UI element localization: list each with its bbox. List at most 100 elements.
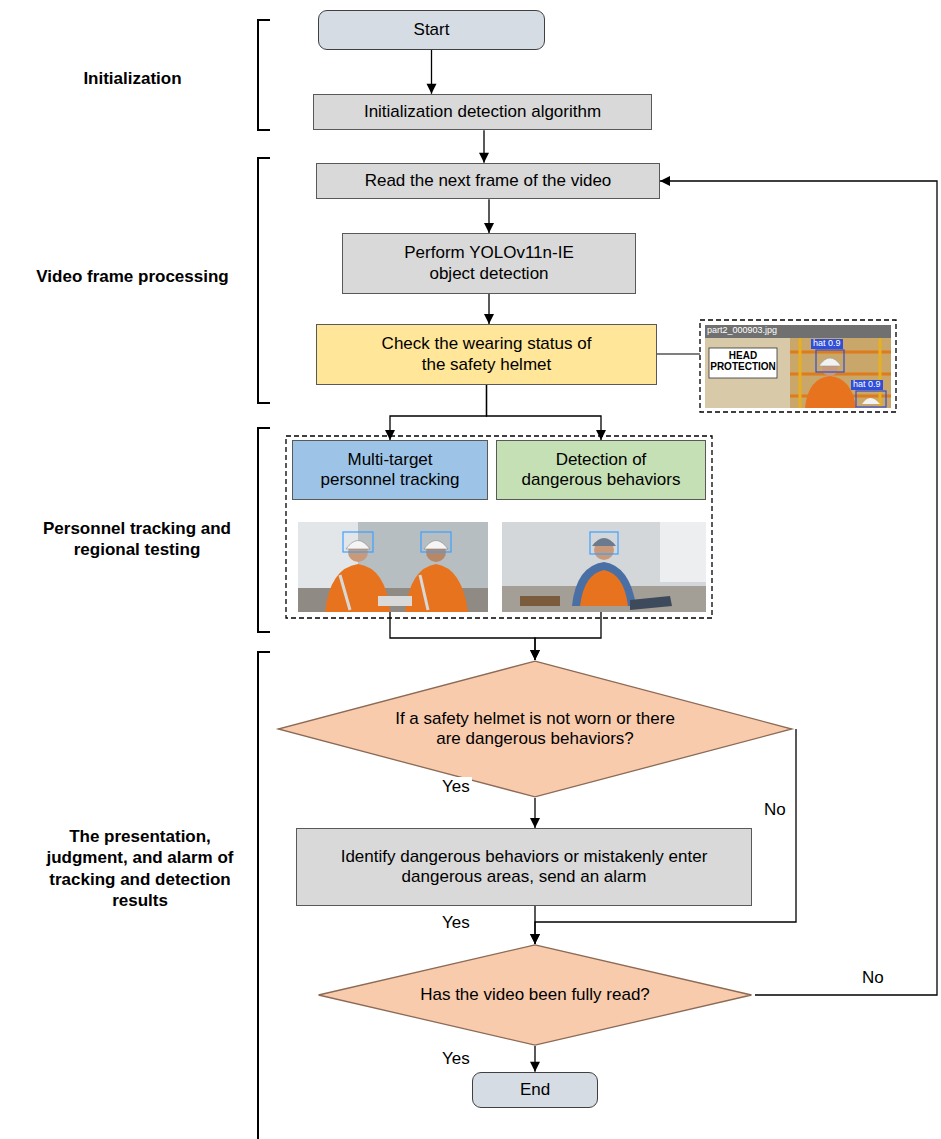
- decoration-shape: [790, 351, 891, 354]
- decoration-shape: [343, 532, 373, 552]
- decoration-shape: [790, 338, 891, 408]
- connector: [385, 385, 487, 440]
- edge-label: Yes: [440, 913, 472, 933]
- sign-text: HEAD PROTECTION: [710, 350, 776, 372]
- node-text: Multi-target personnel tracking: [310, 450, 470, 491]
- box-face: End: [472, 1072, 598, 1108]
- decision-diamond: If a safety helmet is not worn or there …: [274, 660, 796, 798]
- decoration-shape: [630, 596, 672, 610]
- diamond-shape: [278, 661, 792, 797]
- arrow-head: [484, 314, 494, 324]
- box-face: If a safety helmet is not worn or there …: [274, 660, 796, 798]
- parallel-group-frame: [286, 436, 712, 618]
- decoration-shape: [258, 428, 270, 632]
- box-face: Check the wearing status of the safety h…: [316, 324, 657, 385]
- arrow-head: [530, 650, 540, 660]
- connector: [530, 1046, 540, 1072]
- section-brackets: [258, 20, 270, 1139]
- connector-line: [487, 385, 602, 440]
- arrow-head: [596, 430, 606, 440]
- decoration-shape: [298, 522, 488, 612]
- box-face: Multi-target personnel tracking: [292, 440, 488, 500]
- arrow-head: [530, 934, 540, 944]
- edge-label: No: [860, 968, 886, 988]
- decoration-shape: [590, 532, 618, 554]
- node-text: Has the video been fully read?: [420, 985, 650, 1005]
- process-box: Perform YOLOv11n-IE object detection: [342, 233, 636, 294]
- image-filename: part2_000903.jpg: [707, 326, 777, 336]
- connector: [530, 612, 601, 660]
- node-text: Detection of dangerous behaviors: [517, 450, 685, 491]
- detection-tag: hat 0.9: [851, 380, 883, 390]
- edge-label: No: [762, 800, 788, 820]
- box-face: Identify dangerous behaviors or mistaken…: [296, 828, 752, 906]
- box-face: Detection of dangerous behaviors: [496, 440, 706, 500]
- decoration-shape: [799, 338, 802, 408]
- connector: [487, 385, 607, 440]
- arrow-head: [479, 153, 489, 163]
- decoration-shape: [520, 596, 560, 606]
- section-label: Video frame processing: [10, 266, 255, 287]
- connector-line: [535, 612, 601, 660]
- terminal-box: End: [472, 1072, 598, 1108]
- edge-label: Yes: [440, 777, 472, 797]
- helmet-inset-image: [700, 320, 896, 412]
- decoration-shape: [705, 338, 891, 408]
- arrow-head: [530, 1062, 540, 1072]
- arrow-head: [385, 430, 395, 440]
- check-box: Check the wearing status of the safety h…: [316, 324, 657, 385]
- decoration-shape: [346, 541, 370, 550]
- node-text: Perform YOLOv11n-IE object detection: [399, 243, 579, 284]
- arrow-head: [530, 818, 540, 828]
- decoration-shape: [378, 596, 412, 606]
- decoration-shape: [879, 338, 882, 408]
- tracking-photo: [298, 522, 488, 612]
- node-text: If a safety helmet is not worn or there …: [390, 709, 680, 750]
- terminal-box: Start: [318, 10, 545, 50]
- decoration-shape: [405, 564, 468, 612]
- behavior-photo: [502, 522, 706, 612]
- decoration-shape: [856, 391, 886, 407]
- decision-diamond: Has the video been fully read?: [315, 944, 755, 1046]
- decoration-shape: [862, 398, 880, 404]
- node-text: End: [520, 1080, 550, 1100]
- box-face: Has the video been fully read?: [315, 944, 755, 1046]
- decoration-shape: [819, 358, 841, 366]
- box-face: Read the next frame of the video: [316, 163, 660, 199]
- decoration-shape: [709, 348, 777, 378]
- behavior-box: Detection of dangerous behaviors: [496, 440, 706, 612]
- box-face: Initialization detection algorithm: [313, 94, 652, 130]
- decoration-shape: [420, 575, 428, 610]
- box-face: Perform YOLOv11n-IE object detection: [342, 233, 636, 294]
- box-face: Start: [318, 10, 545, 50]
- process-box: Identify dangerous behaviors or mistaken…: [296, 828, 752, 906]
- arrow-head: [660, 176, 670, 186]
- node-text: Initialization detection algorithm: [364, 102, 601, 122]
- decoration-shape: [700, 320, 896, 412]
- section-label: The presentation, judgment, and alarm of…: [45, 826, 235, 911]
- decoration-shape: [580, 570, 628, 606]
- connector: [390, 612, 540, 660]
- decoration-shape: [705, 325, 891, 338]
- connector: [484, 199, 494, 233]
- edge-label: Yes: [440, 1049, 472, 1069]
- decoration-shape: [572, 562, 636, 606]
- decoration-shape: [340, 575, 350, 610]
- arrow-head: [530, 650, 540, 660]
- decoration-shape: [592, 538, 616, 546]
- connector: [530, 798, 540, 828]
- decoration-shape: [502, 522, 706, 612]
- connector-line: [390, 385, 487, 440]
- diamond-shape: [319, 945, 752, 1045]
- connector: [484, 294, 494, 324]
- arrow-head: [427, 84, 437, 94]
- connector: [479, 130, 489, 163]
- process-box: Initialization detection algorithm: [313, 94, 652, 130]
- node-text: Start: [414, 20, 450, 40]
- connector: [530, 906, 540, 944]
- section-label: Initialization: [20, 68, 245, 89]
- arrow-head: [530, 934, 540, 944]
- node-text: Identify dangerous behaviors or mistaken…: [309, 847, 739, 888]
- arrow-head: [484, 223, 494, 233]
